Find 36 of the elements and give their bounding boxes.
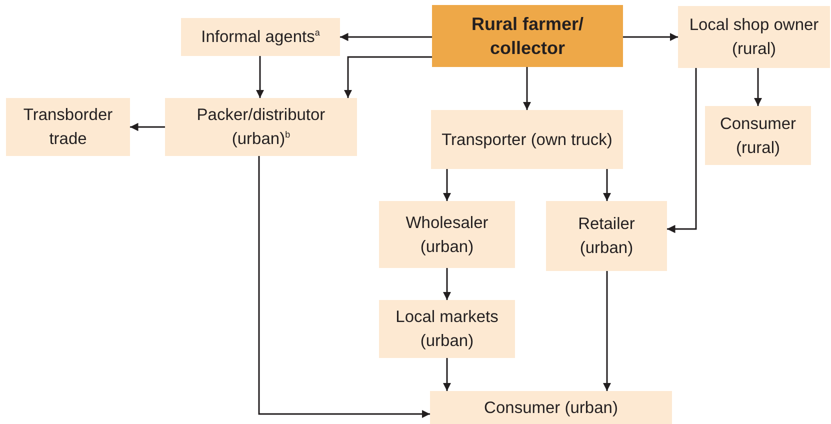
process-box [165, 98, 357, 156]
box-label: Retailer (urban) [577, 214, 636, 259]
process-box [430, 391, 672, 424]
box-label: Local shop owner (rural) [688, 15, 820, 60]
box-label: Packer/distributor (urban)$^{b}$ [196, 105, 326, 150]
arrow [667, 68, 697, 234]
box-label: Wholesaler (urban) [404, 212, 490, 258]
process-box [181, 18, 340, 56]
arrow [522, 67, 532, 110]
process-box [6, 98, 130, 156]
arrow [442, 268, 452, 300]
process-box [546, 201, 667, 271]
arrow [754, 68, 762, 106]
process-box [379, 201, 515, 268]
process-box [705, 106, 811, 165]
box-label: Local markets (urban) [394, 307, 500, 352]
arrow [442, 169, 452, 201]
process-box [431, 110, 623, 169]
box-label: Consumer (urban) [484, 398, 618, 418]
arrow [602, 169, 612, 201]
arrow [340, 32, 432, 42]
arrow [344, 56, 432, 98]
arrow [623, 32, 678, 42]
box-label: Transporter (own truck) [442, 130, 612, 150]
box-label: Transborder trade [22, 105, 114, 150]
process-box [678, 6, 830, 68]
arrow [442, 358, 452, 391]
arrow [130, 122, 165, 132]
box-label: Rural farmer/ collector [470, 13, 585, 60]
arrow [256, 56, 264, 98]
highlighted-process-box [432, 5, 623, 67]
arrow [258, 156, 430, 418]
arrow [602, 271, 612, 391]
box-label: Informal agents$^{a}$ [201, 26, 320, 48]
process-box [379, 300, 515, 358]
box-label: Consumer (rural) [718, 114, 798, 158]
